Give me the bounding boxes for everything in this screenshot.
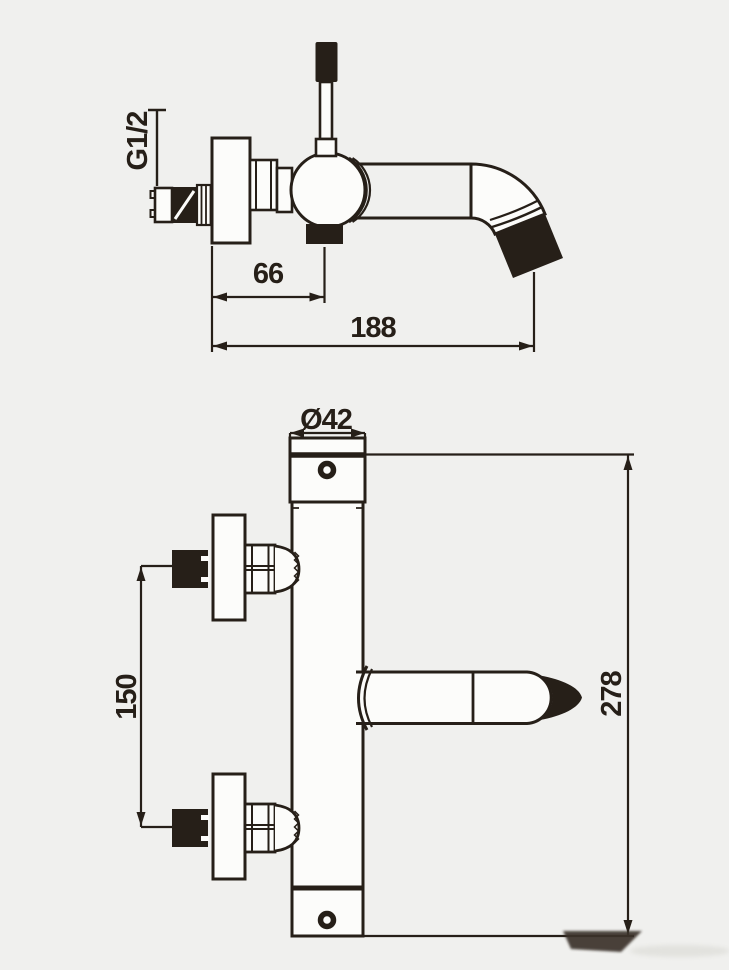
spout-tube-lines xyxy=(352,162,471,220)
front-view: Ø42 150 278 xyxy=(111,404,634,938)
dim-188: 188 xyxy=(212,272,536,352)
inlet-thread xyxy=(195,183,214,227)
spout-tip-band xyxy=(495,214,563,278)
lower-union-nut xyxy=(243,802,277,854)
top-screw-hole xyxy=(317,460,337,480)
dim-label-150: 150 xyxy=(111,674,143,719)
connection-nut-side xyxy=(248,158,279,212)
dim-label-278: 278 xyxy=(596,670,628,716)
top-view: G1/2 66 188 xyxy=(122,42,563,352)
dim-label-188: 188 xyxy=(350,312,396,344)
dim-label-42: Ø42 xyxy=(300,404,352,436)
wall-inlet-assembly xyxy=(148,108,294,245)
lower-dome-connector xyxy=(274,803,301,853)
spout-capsule xyxy=(356,670,553,725)
dim-150: 150 xyxy=(111,564,172,829)
lower-wall-mount xyxy=(172,772,301,881)
dim-42: Ø42 xyxy=(288,404,367,441)
dim-label-66: 66 xyxy=(253,258,284,290)
lower-hex-nut xyxy=(172,809,208,847)
upper-escutcheon xyxy=(211,513,247,622)
spout-base-collar-arcs xyxy=(357,665,373,731)
spout-tip-crescent xyxy=(540,675,582,720)
handle-collar xyxy=(314,137,338,158)
lower-escutcheon xyxy=(211,772,247,881)
upper-union-nut xyxy=(243,543,277,595)
upper-dome-connector xyxy=(274,544,301,594)
bottom-screw-hole xyxy=(317,910,337,930)
spout-elbow xyxy=(469,162,547,236)
upper-hex-nut xyxy=(172,550,208,588)
wall-escutcheon-side xyxy=(210,136,252,245)
dim-label-g12: G1/2 xyxy=(122,112,154,171)
dim-66-extension-lines xyxy=(210,246,326,352)
body-tube xyxy=(290,500,365,938)
thread-leader-line xyxy=(148,108,166,186)
valve-body-circle xyxy=(289,151,367,229)
handle xyxy=(314,42,338,158)
spout-front xyxy=(356,665,582,731)
spout-side xyxy=(352,162,563,278)
body-column xyxy=(288,436,367,938)
outlet-block xyxy=(306,224,343,244)
upper-wall-mount xyxy=(172,513,301,622)
inlet-fitting xyxy=(148,108,214,227)
aerator-ring-lines xyxy=(489,199,543,229)
handle-stem xyxy=(318,80,334,141)
handle-grip xyxy=(315,42,338,82)
watermark-smudge xyxy=(563,931,729,957)
dim-66: 66 xyxy=(210,246,326,352)
dim-150-extension-lines xyxy=(141,564,172,829)
